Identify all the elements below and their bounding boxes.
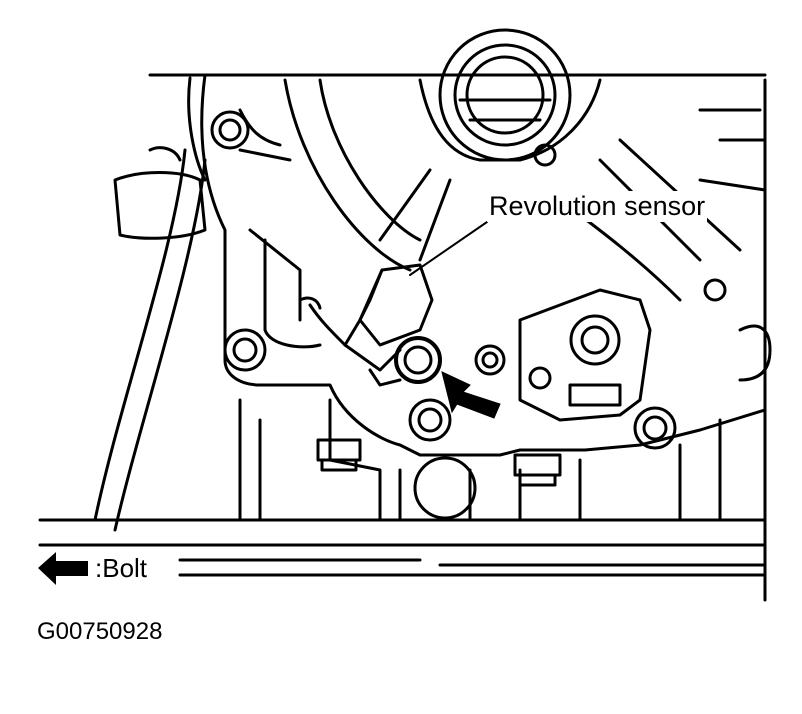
oil-pan	[38, 398, 767, 577]
legend-arrow-icon	[38, 552, 88, 585]
pipe-detail	[148, 146, 182, 162]
housing-outline	[148, 73, 767, 457]
bearing-housing	[283, 28, 602, 272]
revolution-sensor	[298, 263, 434, 387]
pipe	[93, 148, 207, 532]
mounting-bosses	[210, 110, 772, 520]
bolt-arrow-icon	[441, 371, 501, 419]
pipe-clamp	[113, 171, 207, 240]
bolt-legend-label: :Bolt	[95, 553, 148, 584]
sensor-callout-label: Revolution sensor	[487, 191, 708, 222]
plate-edge	[187, 76, 767, 602]
figure-code: G00750928	[37, 618, 163, 645]
lower-center-nut	[513, 453, 562, 487]
lower-left-nut	[316, 438, 362, 472]
sensor-bolt	[394, 336, 442, 384]
bracket-slot	[568, 383, 622, 407]
right-bracket	[518, 288, 652, 422]
sensor-leader-line	[409, 221, 488, 276]
